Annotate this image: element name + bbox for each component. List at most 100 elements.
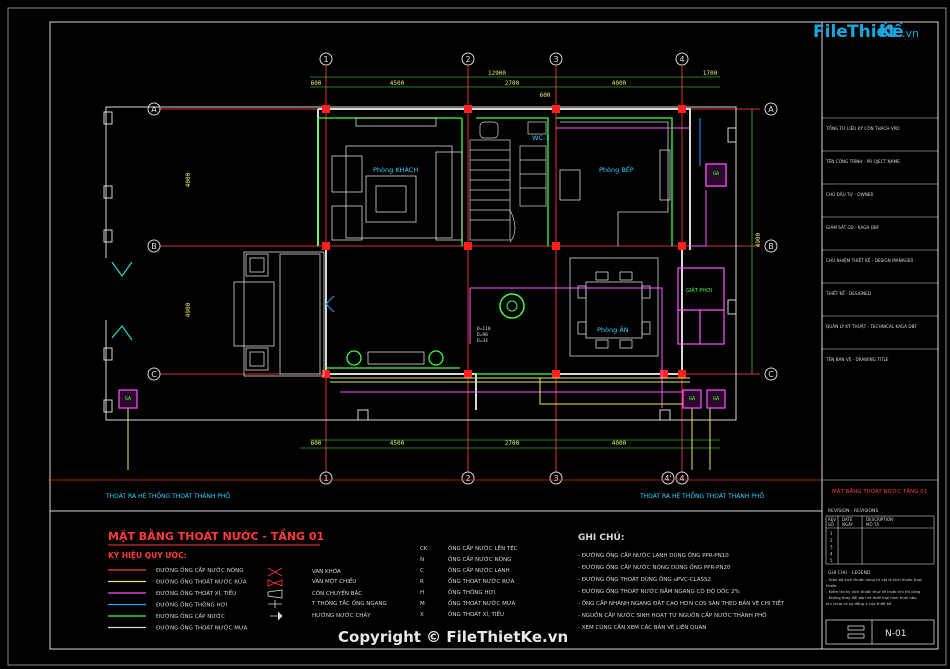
pipe-label-2: D=90 — [477, 332, 488, 338]
tb-footer — [825, 619, 935, 645]
axis-label-c-left: C — [151, 370, 157, 379]
tb-note-line: - Kiểm tra kỹ kích thước thực tế trước k… — [826, 589, 921, 594]
tb-row-label: CHỦ NHIỆM THIẾT KẾ - DESIGN MANAGER — [826, 257, 913, 263]
tb-note-line: - Toàn bộ kích thước dùng từ cột là kích… — [826, 577, 922, 582]
outer-frame — [7, 7, 947, 666]
note-item: - ĐƯỜNG ỐNG THOÁT DÙNG ỐNG uPVC-CLASS2 — [578, 575, 711, 583]
logo-file-text: File — [813, 22, 848, 42]
axis-label-c-right: C — [768, 370, 774, 379]
legend-line-label: ĐƯỜNG ỐNG THOÁT NƯỚC MƯA — [156, 624, 248, 632]
axis-label-a-left: A — [151, 105, 157, 114]
logo-domain-text: .vn — [902, 27, 919, 40]
notes-heading: GHI CHÚ: — [578, 531, 624, 543]
dim-bottom-1: 4500 — [390, 440, 405, 447]
symbol-label-reducer: CÔN CHUYỂN BẬC — [312, 589, 362, 597]
exterior-walls — [317, 108, 691, 410]
notes-list: - ĐƯỜNG ỐNG CẤP NƯỚC LẠNH DÙNG ỐNG PPR-P… — [578, 551, 785, 631]
dim-right: 4900 — [755, 232, 762, 247]
logo-watermark: File Thiết Kế .vn — [813, 21, 919, 42]
legend-code: N — [420, 557, 424, 563]
legend-line-label: ĐƯỜNG ỐNG CẤP NƯỚC — [156, 612, 225, 620]
legend-line-label: ĐƯỜNG ỐNG THOÁT NƯỚC RỬA — [156, 578, 247, 586]
legend-code: M — [420, 601, 425, 607]
axis-label-1-bottom: 1 — [323, 474, 328, 483]
legend-code: CK — [420, 546, 428, 552]
room-label-kitchen: Phòng BẾP — [599, 164, 634, 174]
symbol-label-flow: HƯỚNG NƯỚC CHẢY — [312, 611, 371, 619]
dining-furniture — [569, 257, 659, 357]
note-item: - ĐƯỜNG ỐNG THOÁT NƯỚC NẰM NGANG CÓ ĐỘ D… — [578, 587, 740, 595]
tb-revision-head: REVISION - REVISIONS — [828, 508, 878, 514]
dim-bottom-small: 600 — [311, 440, 322, 447]
tb-rev-col-desc: DESCRIPTION — [866, 517, 893, 522]
tb-rev-number: 2 — [830, 538, 833, 543]
tb-row-label: QUẢN LÝ KỸ THUẬT - TECHNICAL KAGA DBF — [826, 324, 917, 329]
tb-rev-col2-no: SỐ — [828, 522, 834, 527]
pipe-label-1: D=110 — [477, 326, 491, 332]
room-label-dining: Phòng ĂN — [597, 325, 629, 334]
dim-top-total: 12900 — [488, 70, 506, 77]
axis-label-2-bottom: 2 — [465, 474, 470, 483]
kitchen-furniture — [559, 121, 671, 246]
copyright-watermark: Copyright © FileThietKe.vn — [338, 628, 568, 646]
tb-rev-col2-desc: MÔ TẢ — [866, 522, 879, 527]
tb-notes-list: - Toàn bộ kích thước dùng từ cột là kích… — [826, 577, 922, 606]
tb-sheet-number: N-01 — [885, 629, 906, 639]
tb-rev-number: 5 — [830, 558, 833, 563]
dim-top-4: 1700 — [703, 70, 718, 77]
car-parking — [233, 251, 325, 377]
dim-top-3: 4000 — [612, 80, 627, 87]
legend-line-label: ĐƯỜNG ỐNG THÔNG HƠI — [156, 601, 228, 609]
axis-label-4prime-bottom: 4' — [664, 474, 671, 483]
fence-piers — [103, 111, 737, 421]
legend-line-list: ĐƯỜNG ỐNG CẤP NƯỚC NÓNG ĐƯỜNG ỐNG THOÁT N… — [108, 566, 248, 632]
tb-rev-number: 4 — [830, 551, 833, 556]
tb-notes-head: GHI CHÚ - LEGEND — [828, 569, 871, 576]
tb-rev-col-date: DATE — [842, 517, 853, 522]
dim-left-2: 4900 — [185, 302, 192, 317]
axis-bubbles — [147, 52, 778, 485]
tb-revision-table — [825, 515, 935, 565]
legend-code-text: ỐNG CẤP NƯỚC NÓNG — [448, 555, 511, 563]
legend-code: X — [420, 612, 424, 618]
structural-columns — [322, 105, 686, 378]
legend-code-text: ỐNG THOÁT NƯỚC MƯA — [448, 599, 516, 607]
pipe-network — [48, 118, 822, 481]
drain-outlet-left-label: THOÁT RA HỆ THỐNG THOÁT THÀNH PHỐ — [105, 492, 230, 500]
living-room-furniture — [331, 117, 463, 241]
axis-label-1-top: 1 — [323, 55, 328, 64]
logo-ke-text: Kế — [879, 21, 904, 42]
room-label-laundry: GIẶT PHƠI — [686, 287, 712, 294]
room-label-wc: WC-1 — [532, 134, 549, 142]
legend-code: R — [420, 579, 424, 585]
dim-bottom-3: 4000 — [612, 440, 627, 447]
note-item: - NGUỒN CẤP NƯỚC SINH HOẠT TỪ NGUỒN CẤP … — [578, 610, 767, 619]
tb-row-label: TÊN BẢN VẼ - DRAWING TITLE — [825, 357, 889, 362]
axis-label-4-bottom: 4 — [679, 474, 684, 483]
tb-row-label: THIẾT KẾ - DESIGNED — [825, 290, 871, 296]
laundry-area — [677, 163, 727, 345]
tb-row-label: GIÁM SÁT CĐ - KAGA DBF — [826, 225, 880, 230]
legend-symbols — [267, 567, 283, 621]
tb-rev-number: 3 — [830, 545, 833, 550]
axis-label-b-left: B — [151, 242, 157, 251]
room-label-living: Phòng KHÁCH — [373, 165, 418, 174]
dim-small-mid: 600 — [540, 92, 551, 99]
legend-code-text: ỐNG THOÁT XÍ, TIỂU — [448, 610, 504, 618]
legend-code: H — [420, 590, 424, 596]
drawing-main-title: MẶT BẰNG THOÁT NƯỚC - TẦNG 01 — [108, 528, 324, 543]
note-item: - XEM CÙNG CẦN XEM CÁC BẢN VẼ LIÊN QUAN — [578, 623, 706, 631]
note-item: - ĐƯỜNG ỐNG CẤP NƯỚC LẠNH DÙNG ỐNG PPR-P… — [578, 551, 729, 559]
pit-tag-top: GA — [713, 171, 719, 177]
plants — [346, 293, 525, 366]
symbol-label-check-valve: VAN MỘT CHIỀU — [312, 577, 356, 585]
staircase — [469, 139, 547, 243]
legend-heading: KÝ HIỆU QUY ƯỚC: — [108, 551, 187, 560]
dim-top-2: 2700 — [505, 80, 520, 87]
gate-leaves — [111, 261, 133, 341]
legend-line-label: ĐƯỜNG ỐNG CẤP NƯỚC NÓNG — [156, 566, 244, 574]
